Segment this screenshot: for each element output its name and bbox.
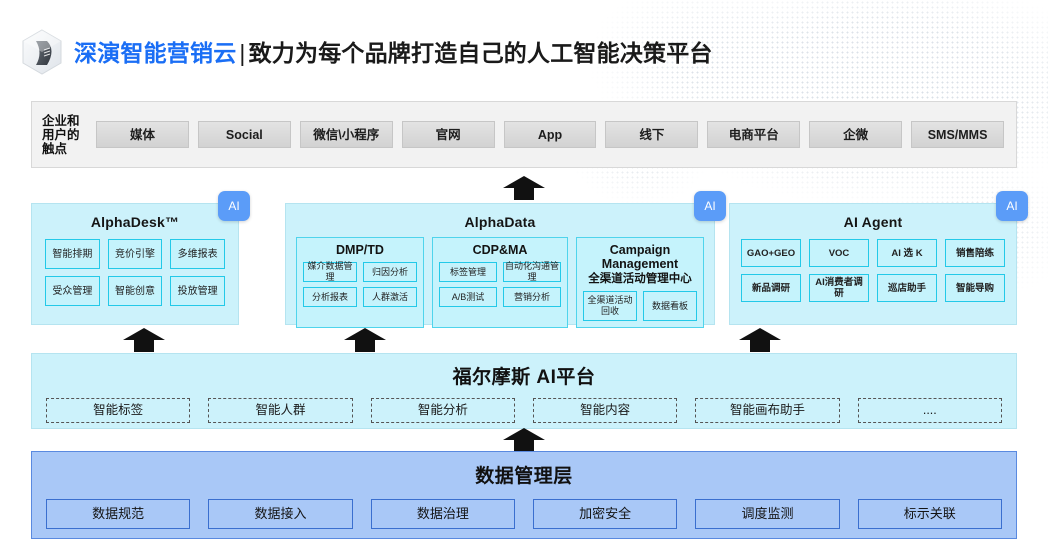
cdp-cell[interactable]: 标签管理 <box>439 262 497 282</box>
campaign-cell[interactable]: 全渠道活动回收 <box>583 291 637 321</box>
subpanel-campaign-management[interactable]: Campaign Management 全渠道活动管理中心 全渠道活动回收 数据… <box>576 237 704 328</box>
ai-agent-cell[interactable]: AI 选 K <box>877 239 937 267</box>
page-title: 深演智能营销云|致力为每个品牌打造自己的人工智能决策平台 <box>74 34 713 68</box>
brand-logo-icon <box>16 26 68 78</box>
touchpoint-chip[interactable]: 电商平台 <box>707 121 801 148</box>
holmes-capability-chip[interactable]: .... <box>857 398 1002 423</box>
data-layer-chip[interactable]: 加密安全 <box>532 499 678 529</box>
ai-agent-cell[interactable]: GAO+GEO <box>741 239 801 267</box>
ai-agent-cell[interactable]: 新品调研 <box>741 274 801 302</box>
ai-agent-cell[interactable]: AI消费者调研 <box>809 274 869 302</box>
title-separator: | <box>239 40 246 66</box>
dmp-cell-grid: 媒介数据管理 归因分析 分析报表 人群激活 <box>303 261 417 307</box>
campaign-title-en: Campaign Management <box>601 243 679 271</box>
touchpoint-chip[interactable]: 企微 <box>809 121 903 148</box>
holmes-capability-chip[interactable]: 智能内容 <box>532 398 678 423</box>
panel-alphadata[interactable]: AI AlphaData DMP/TD 媒介数据管理 归因分析 分析报表 人群激… <box>285 191 726 328</box>
holmes-capability-chip[interactable]: 智能分析 <box>370 398 515 423</box>
arrow-up-icon <box>502 427 546 453</box>
panel-ai-agent[interactable]: AI AI Agent GAO+GEO VOC AI 选 K 销售陪练 新品调研… <box>729 191 1028 325</box>
dmp-cell[interactable]: 人群激活 <box>363 287 417 307</box>
ai-agent-cell[interactable]: 销售陪练 <box>945 239 1005 267</box>
alphadesk-cell[interactable]: 投放管理 <box>170 276 225 306</box>
arrow-up-icon <box>502 175 546 201</box>
ai-badge-icon: AI <box>218 191 250 221</box>
touchpoints-band: 企业和用户的触点 媒体 Social 微信\小程序 官网 App 线下 电商平台… <box>31 101 1017 168</box>
cdp-cell-grid: 标签管理 自动化沟通管理 A/B测试 营销分析 <box>439 261 561 307</box>
subpanel-dmp-td[interactable]: DMP/TD 媒介数据管理 归因分析 分析报表 人群激活 <box>296 237 424 328</box>
subpanel-title-dmp: DMP/TD <box>336 243 384 257</box>
panel-title-alphadesk: AlphaDesk™ <box>90 214 180 230</box>
campaign-cell-grid: 全渠道活动回收 数据看板 <box>583 291 697 321</box>
touchpoints-label: 企业和用户的触点 <box>42 113 80 156</box>
cdp-cell[interactable]: 营销分析 <box>503 287 561 307</box>
panel-title-alphadata: AlphaData <box>464 214 536 230</box>
touchpoint-chip[interactable]: 线下 <box>605 121 699 148</box>
campaign-cell[interactable]: 数据看板 <box>643 291 697 321</box>
alphadesk-cell[interactable]: 智能排期 <box>45 239 100 269</box>
page-header: 深演智能营销云|致力为每个品牌打造自己的人工智能决策平台 <box>0 0 1048 92</box>
product-layer: AI AlphaDesk™ 智能排期 竞价引擎 多维报表 受众管理 智能创意 投… <box>0 191 1048 328</box>
arrow-up-icon <box>738 327 782 353</box>
alphadesk-cell[interactable]: 受众管理 <box>45 276 100 306</box>
touchpoint-chip[interactable]: Social <box>197 121 291 148</box>
ai-agent-cell[interactable]: 智能导购 <box>945 274 1005 302</box>
ai-badge-icon: AI <box>694 191 726 221</box>
subpanel-title-campaign: Campaign Management 全渠道活动管理中心 <box>583 243 697 286</box>
data-layer-capability-list: 数据规范 数据接入 数据治理 加密安全 调度监测 标示关联 <box>32 488 1016 529</box>
cdp-cell[interactable]: 自动化沟通管理 <box>503 261 561 282</box>
holmes-platform-title: 福尔摩斯 AI平台 <box>452 367 596 388</box>
page-tagline: 致力为每个品牌打造自己的人工智能决策平台 <box>248 40 713 66</box>
data-layer-chip[interactable]: 调度监测 <box>695 499 840 529</box>
ai-badge-icon: AI <box>996 191 1028 221</box>
data-layer-chip[interactable]: 标示关联 <box>857 499 1002 529</box>
touchpoint-chip[interactable]: 微信\小程序 <box>299 121 393 148</box>
holmes-ai-platform[interactable]: 福尔摩斯 AI平台 智能标签 智能人群 智能分析 智能内容 智能画布助手 ...… <box>31 353 1017 429</box>
touchpoints-list: 媒体 Social 微信\小程序 官网 App 线下 电商平台 企微 SMS/M… <box>88 121 1016 148</box>
alphadesk-cell[interactable]: 多维报表 <box>170 239 225 269</box>
touchpoint-chip[interactable]: SMS/MMS <box>911 121 1005 148</box>
data-management-layer[interactable]: 数据管理层 数据规范 数据接入 数据治理 加密安全 调度监测 标示关联 <box>31 451 1017 539</box>
ai-agent-cell-grid: GAO+GEO VOC AI 选 K 销售陪练 新品调研 AI消费者调研 巡店助… <box>730 230 1016 302</box>
cdp-cell[interactable]: A/B测试 <box>439 287 497 307</box>
touchpoint-chip[interactable]: 官网 <box>401 121 495 148</box>
panel-alphadesk[interactable]: AI AlphaDesk™ 智能排期 竞价引擎 多维报表 受众管理 智能创意 投… <box>31 191 250 325</box>
subpanel-cdp-ma[interactable]: CDP&MA 标签管理 自动化沟通管理 A/B测试 营销分析 <box>432 237 568 328</box>
alphadesk-cell[interactable]: 智能创意 <box>107 276 163 306</box>
dmp-cell[interactable]: 归因分析 <box>363 262 417 282</box>
holmes-capability-chip[interactable]: 智能画布助手 <box>695 398 840 423</box>
touchpoint-chip[interactable]: App <box>503 121 597 148</box>
arrow-up-icon <box>122 327 166 353</box>
brand-name: 深演智能营销云 <box>74 40 237 66</box>
alphadata-subpanels: DMP/TD 媒介数据管理 归因分析 分析报表 人群激活 CDP&MA 标签管理… <box>286 230 714 328</box>
campaign-title-cn: 全渠道活动管理中心 <box>588 273 692 285</box>
panel-title-ai-agent: AI Agent <box>843 214 903 230</box>
arrow-up-icon <box>343 327 387 353</box>
data-layer-title: 数据管理层 <box>475 466 573 487</box>
ai-agent-cell[interactable]: 巡店助手 <box>877 274 937 302</box>
holmes-capability-chip[interactable]: 智能人群 <box>208 398 353 423</box>
data-layer-chip[interactable]: 数据治理 <box>370 499 515 529</box>
dmp-cell[interactable]: 分析报表 <box>303 287 357 307</box>
alphadesk-cell-grid: 智能排期 竞价引擎 多维报表 受众管理 智能创意 投放管理 <box>32 230 238 306</box>
alphadesk-cell[interactable]: 竞价引擎 <box>107 239 163 269</box>
data-layer-chip[interactable]: 数据接入 <box>208 499 353 529</box>
holmes-capability-chip[interactable]: 智能标签 <box>46 398 191 423</box>
touchpoint-chip[interactable]: 媒体 <box>96 121 189 148</box>
data-layer-chip[interactable]: 数据规范 <box>46 499 191 529</box>
dmp-cell[interactable]: 媒介数据管理 <box>303 261 357 282</box>
subpanel-title-cdp: CDP&MA <box>472 243 528 257</box>
holmes-capability-list: 智能标签 智能人群 智能分析 智能内容 智能画布助手 .... <box>32 389 1016 423</box>
ai-agent-cell[interactable]: VOC <box>809 239 869 267</box>
